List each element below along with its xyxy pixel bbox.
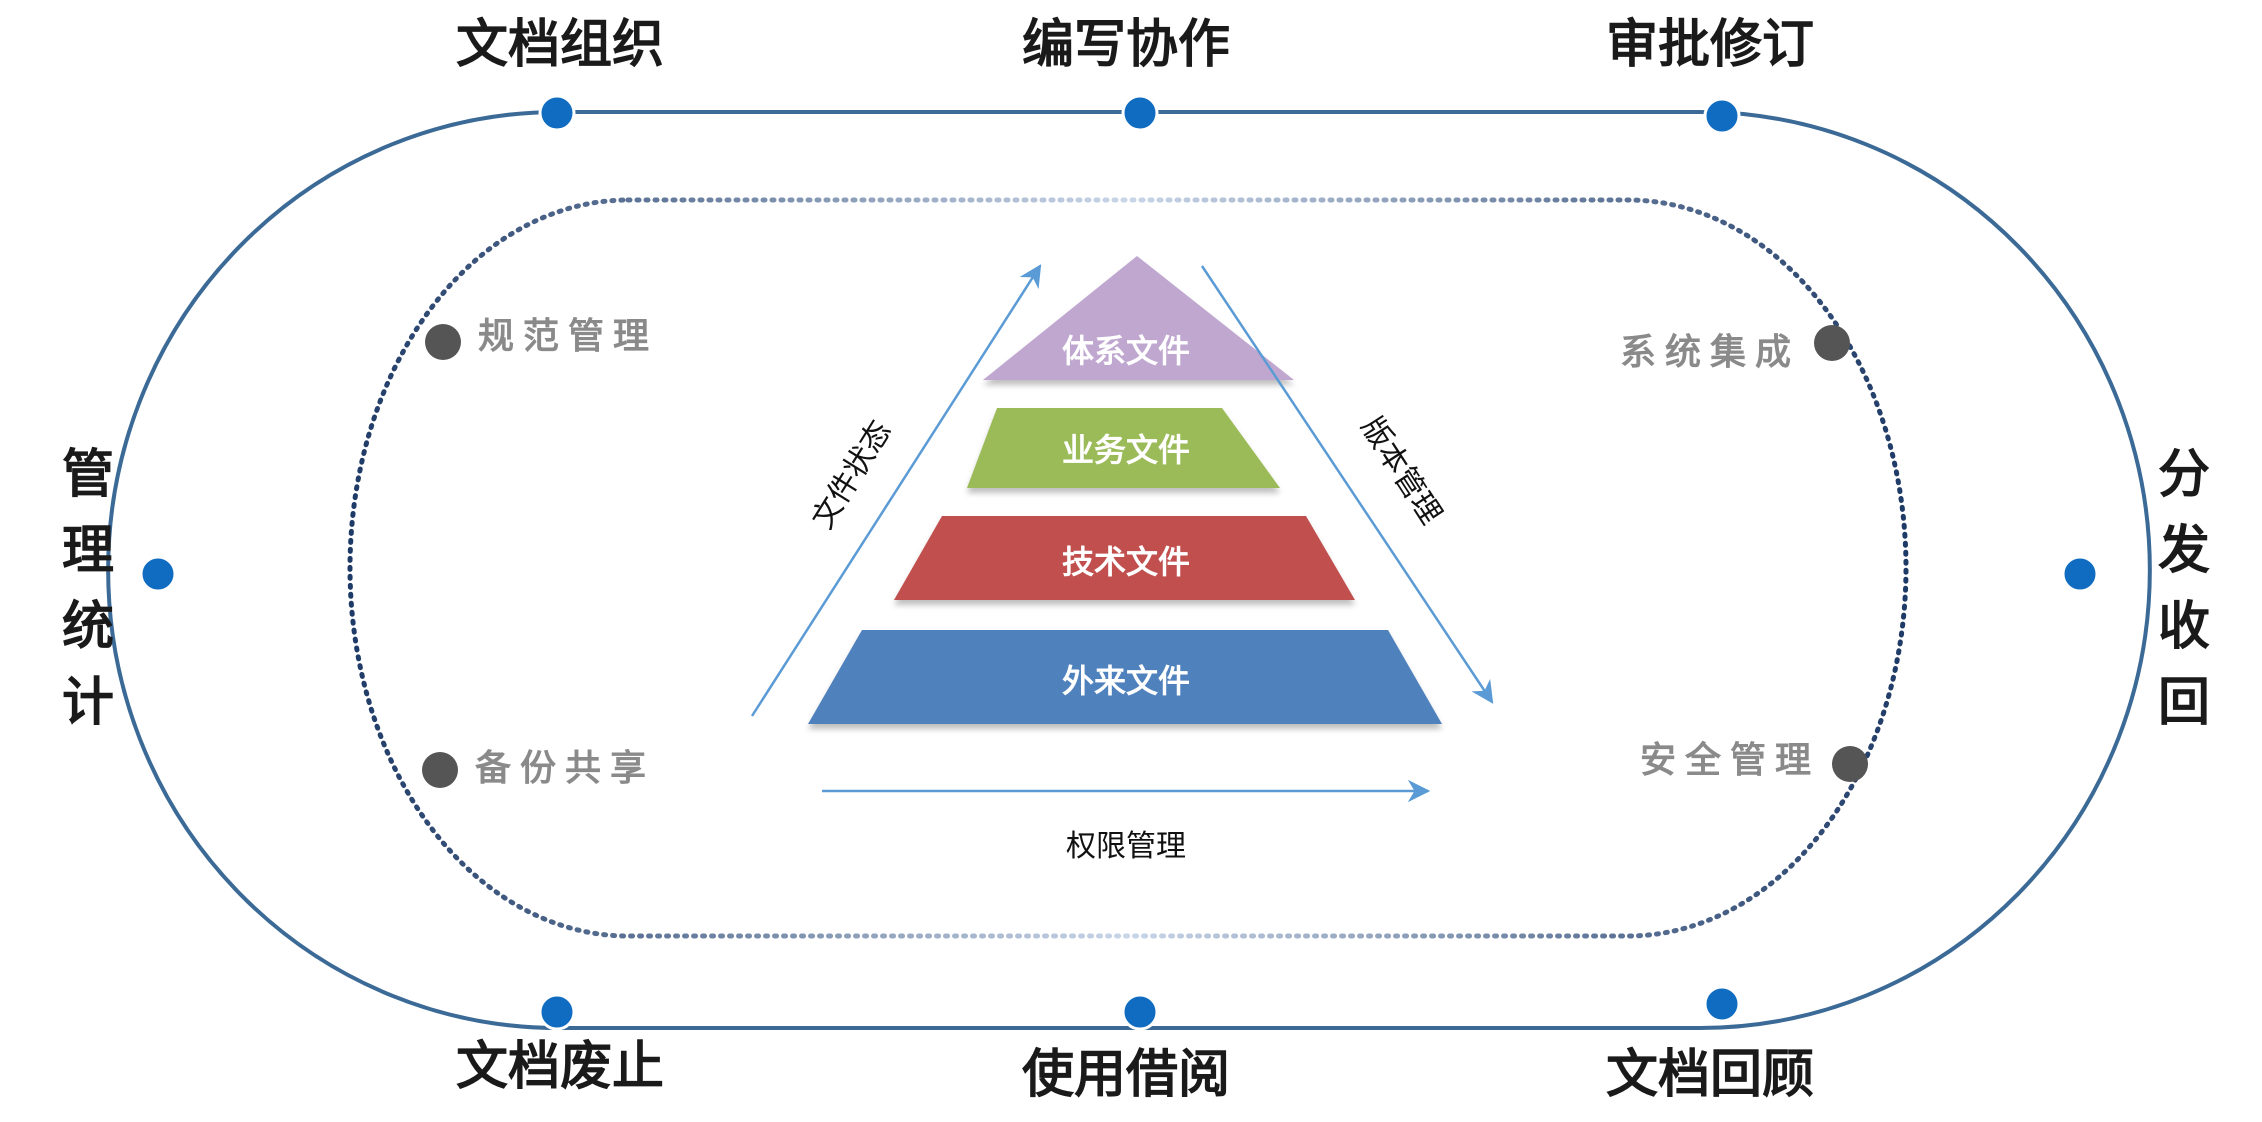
inner-label-top-left: 规范管理 <box>478 316 658 357</box>
label-bottom-left: 文档废止 <box>456 1037 664 1097</box>
pyramid-layer-3-label: 技术文件 <box>1062 543 1190 581</box>
inner-node-bottom-left <box>422 752 458 788</box>
inner-node-top-right <box>1814 325 1850 361</box>
axis-label-right: 版本管理 <box>1354 411 1449 531</box>
pyramid-layer-1 <box>983 256 1294 380</box>
inner-node-bottom-right <box>1832 746 1868 782</box>
inner-label-bottom-left: 备份共享 <box>475 748 655 789</box>
axis-label-left: 文件状态 <box>805 415 898 535</box>
node-bottom-left <box>538 993 576 1031</box>
pyramid-layer-2 <box>967 408 1280 488</box>
pyramid-layer-4 <box>808 630 1442 724</box>
vlabel-left-char: 管 <box>62 445 114 505</box>
node-top-left <box>538 94 576 132</box>
vlabel-right-char: 回 <box>2158 673 2210 733</box>
inner-dotted-ring <box>347 197 1909 939</box>
vlabel-left-char: 理 <box>62 521 114 581</box>
axis-label-bottom: 权限管理 <box>1066 829 1186 864</box>
label-top-right: 审批修订 <box>1606 15 1814 75</box>
arrow-left <box>750 264 1042 717</box>
vlabel-left-char: 统 <box>62 597 114 657</box>
inner-node-top-left <box>425 324 461 360</box>
label-bottom-right: 文档回顾 <box>1606 1045 1814 1105</box>
pyramid-layer-1-label: 体系文件 <box>1062 332 1190 370</box>
vlabel-left-char: 计 <box>62 673 114 733</box>
node-top-right <box>1703 97 1741 135</box>
pyramid-layer-3 <box>894 516 1355 600</box>
pyramid-layer-2-label: 业务文件 <box>1062 431 1190 469</box>
outer-ring <box>106 110 2152 1030</box>
label-bottom-center: 使用借阅 <box>1021 1045 1230 1105</box>
label-top-left: 文档组织 <box>456 15 664 75</box>
outer-nodes <box>139 94 2099 1031</box>
node-left <box>139 555 177 593</box>
node-bottom-center <box>1121 993 1159 1031</box>
node-right <box>2061 555 2099 593</box>
vlabel-right-char: 发 <box>2158 521 2210 581</box>
pyramid-layer-4-label: 外来文件 <box>1062 662 1190 700</box>
inner-label-bottom-right: 安全管理 <box>1640 739 1820 781</box>
arrow-right <box>1200 265 1494 704</box>
label-top-center: 编写协作 <box>1022 15 1230 75</box>
vlabel-right-char: 分 <box>2158 445 2210 505</box>
pyramid <box>808 256 1442 724</box>
vlabel-right-char: 收 <box>2158 597 2210 657</box>
node-bottom-right <box>1703 985 1741 1023</box>
node-top-center <box>1121 94 1159 132</box>
inner-label-top-right: 系统集成 <box>1620 332 1800 373</box>
inner-nodes <box>422 324 1868 788</box>
